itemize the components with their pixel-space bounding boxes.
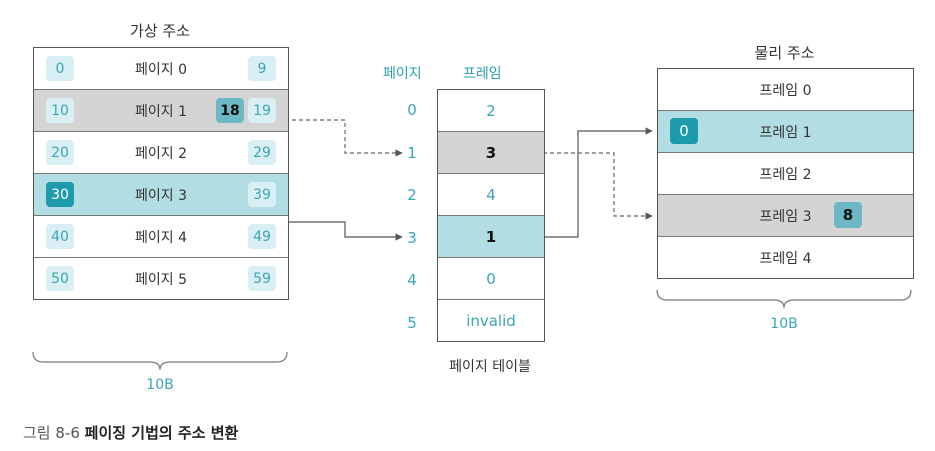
physical-address-table: 프레임 0 0 프레임 1 프레임 2 프레임 3 8 프레임 4 xyxy=(657,68,914,279)
page-table-frame-cell: 1 xyxy=(438,215,544,257)
page-table-frame-cell: 0 xyxy=(438,257,544,299)
page-start-address: 30 xyxy=(46,182,74,207)
virtual-page-row: 20 페이지 2 29 xyxy=(34,131,288,173)
frame-label: 프레임 0 xyxy=(759,82,812,99)
virtual-title: 가상 주소 xyxy=(130,22,190,40)
physical-frame-row: 0 프레임 1 xyxy=(658,110,913,152)
page-start-address: 40 xyxy=(46,224,74,249)
frame-offset-badge: 8 xyxy=(834,202,862,228)
figure-caption-text: 페이징 기법의 주소 변환 xyxy=(84,424,239,442)
page-table-frame-cell: 3 xyxy=(438,131,544,173)
virtual-page-row: 10 페이지 1 18 19 xyxy=(34,89,288,131)
page-label: 페이지 0 xyxy=(135,61,187,78)
frame-label: 프레임 4 xyxy=(759,250,812,267)
physical-size-brace xyxy=(656,289,912,309)
page-end-address: 9 xyxy=(248,56,276,81)
page-table: 2 3 4 1 0 invalid xyxy=(437,89,545,342)
page-number: 5 xyxy=(407,314,417,332)
arrow-pt3-to-frame1 xyxy=(543,127,653,238)
figure-number: 그림 8-6 xyxy=(23,424,80,442)
frame-label: 프레임 1 xyxy=(759,124,812,141)
page-end-address: 49 xyxy=(248,224,276,249)
page-column-header: 페이지 xyxy=(383,66,422,82)
virtual-page-row: 40 페이지 4 49 xyxy=(34,215,288,257)
page-end-address: 59 xyxy=(248,266,276,291)
page-table-frame-cell: invalid xyxy=(438,299,544,341)
page-end-address: 29 xyxy=(248,140,276,165)
page-number: 4 xyxy=(407,271,417,289)
page-label: 페이지 2 xyxy=(135,145,187,162)
page-label: 페이지 4 xyxy=(135,229,187,246)
physical-size-label: 10B xyxy=(770,316,798,332)
figure-caption: 그림 8-6 페이징 기법의 주소 변환 xyxy=(23,422,238,443)
physical-frame-row: 프레임 3 8 xyxy=(658,194,913,236)
virtual-page-row: 0 페이지 0 9 xyxy=(34,48,288,89)
page-number: 3 xyxy=(407,229,417,247)
page-end-address: 39 xyxy=(248,182,276,207)
page-start-address: 20 xyxy=(46,140,74,165)
virtual-page-row: 50 페이지 5 59 xyxy=(34,257,288,299)
virtual-page-row: 30 페이지 3 39 xyxy=(34,173,288,215)
arrow-page1-to-pt xyxy=(278,119,403,157)
page-label: 페이지 5 xyxy=(135,271,187,288)
page-table-frame-cell: 2 xyxy=(438,90,544,131)
virtual-size-brace xyxy=(32,351,288,371)
page-end-address: 19 xyxy=(248,98,276,123)
page-table-title: 페이지 테이블 xyxy=(449,359,531,375)
page-label: 페이지 3 xyxy=(135,187,187,204)
arrow-pt1-to-frame3 xyxy=(543,152,653,220)
page-start-address: 50 xyxy=(46,266,74,291)
frame-label: 프레임 2 xyxy=(759,166,812,183)
physical-title: 물리 주소 xyxy=(754,44,815,62)
virtual-address-table: 0 페이지 0 9 10 페이지 1 18 19 20 페이지 2 29 30 … xyxy=(33,47,289,300)
page-table-frame-cell: 4 xyxy=(438,173,544,215)
page-number: 0 xyxy=(407,101,417,119)
physical-frame-row: 프레임 2 xyxy=(658,152,913,194)
page-start-address: 0 xyxy=(46,56,74,81)
virtual-size-label: 10B xyxy=(146,377,174,393)
page-start-address: 10 xyxy=(46,98,74,123)
frame-number-badge: 0 xyxy=(670,118,698,144)
physical-frame-row: 프레임 0 xyxy=(658,69,913,110)
page-number: 1 xyxy=(407,144,417,162)
physical-frame-row: 프레임 4 xyxy=(658,236,913,278)
page-offset-badge: 18 xyxy=(216,98,244,123)
frame-column-header: 프레임 xyxy=(463,66,502,82)
frame-label: 프레임 3 xyxy=(759,208,812,225)
page-number: 2 xyxy=(407,186,417,204)
page-label: 페이지 1 xyxy=(135,103,187,120)
arrow-page3-to-pt xyxy=(278,221,403,241)
